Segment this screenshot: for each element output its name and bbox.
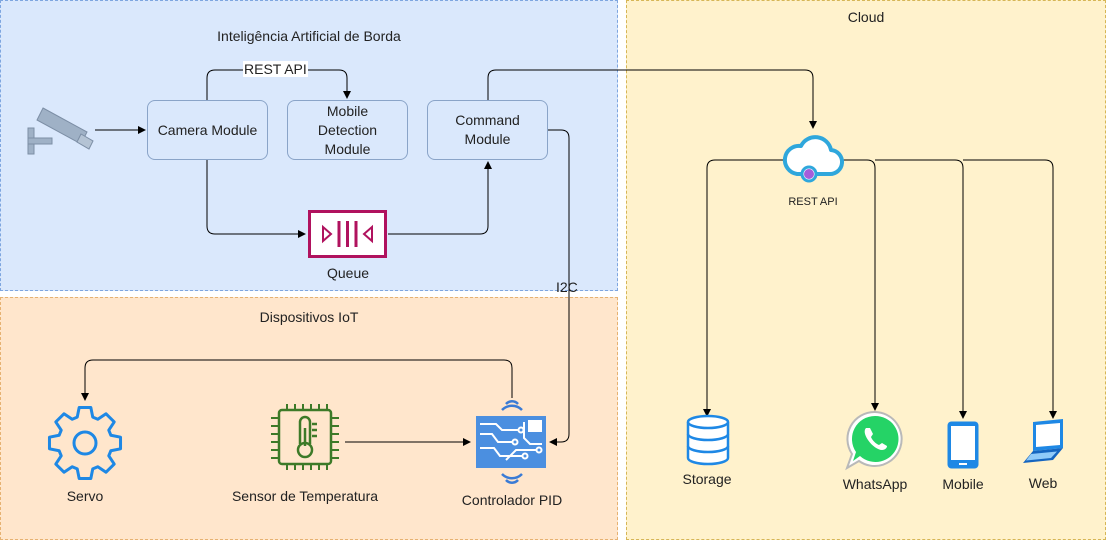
- edge-rest-api-to-whatsapp: [840, 159, 879, 411]
- command-module-box[interactable]: Command Module: [427, 100, 548, 160]
- edge-command-module-to-rest-api: [487, 69, 817, 129]
- command-module-label-line-1: Command: [455, 112, 520, 128]
- edge-camera-module-to-queue: [206, 160, 306, 238]
- cloud-api-icon: [782, 135, 844, 183]
- mobile-detection-label-line-3: Module: [324, 140, 371, 157]
- temperature-sensor-label: Sensor de Temperatura: [231, 488, 379, 504]
- i2c-edge-label: I2C: [556, 279, 578, 295]
- edge-pid-controller-to-servo: [81, 359, 513, 401]
- edge-ai-region-title: Inteligência Artificial de Borda: [217, 28, 401, 44]
- database-icon: [686, 414, 730, 466]
- edge-rest-api-to-web: [963, 159, 1057, 419]
- whatsapp-label: WhatsApp: [842, 476, 908, 492]
- rest-api-edge-label: REST API: [243, 61, 308, 77]
- cloud-region-title: Cloud: [847, 9, 885, 25]
- mobile-label: Mobile: [942, 476, 984, 492]
- mobile-detection-label-line-2: Detection: [317, 121, 378, 138]
- laptop-icon: [1023, 419, 1063, 463]
- web-label: Web: [1028, 475, 1058, 491]
- smartphone-icon: [947, 421, 979, 469]
- mobile-detection-label-line-1: Mobile: [326, 102, 369, 119]
- queue-icon: [308, 210, 387, 258]
- temperature-chip-icon: [271, 404, 339, 470]
- queue-label: Queue: [326, 265, 370, 281]
- edge-queue-to-command-module: [388, 161, 492, 235]
- iot-devices-region-title: Dispositivos IoT: [259, 309, 359, 325]
- edge-command-module-to-pid-controller: [548, 129, 570, 446]
- gear-icon: [47, 405, 123, 481]
- pid-controller-label: Controlador PID: [461, 492, 563, 508]
- storage-label: Storage: [682, 471, 732, 487]
- security-camera-icon: [27, 107, 94, 155]
- rest-api-node-label: REST API: [788, 196, 838, 208]
- servo-label: Servo: [66, 488, 104, 504]
- command-module-label-line-2: Module: [464, 131, 511, 147]
- camera-module-box[interactable]: Camera Module: [147, 100, 268, 160]
- mobile-detection-module-box[interactable]: Mobile Detection Module: [287, 100, 408, 160]
- edge-rest-api-to-mobile: [875, 159, 967, 419]
- iot-controller-icon: [476, 400, 546, 484]
- edge-rest-api-to-storage: [703, 159, 790, 417]
- whatsapp-icon: [845, 410, 903, 471]
- camera-module-label: Camera Module: [157, 121, 258, 138]
